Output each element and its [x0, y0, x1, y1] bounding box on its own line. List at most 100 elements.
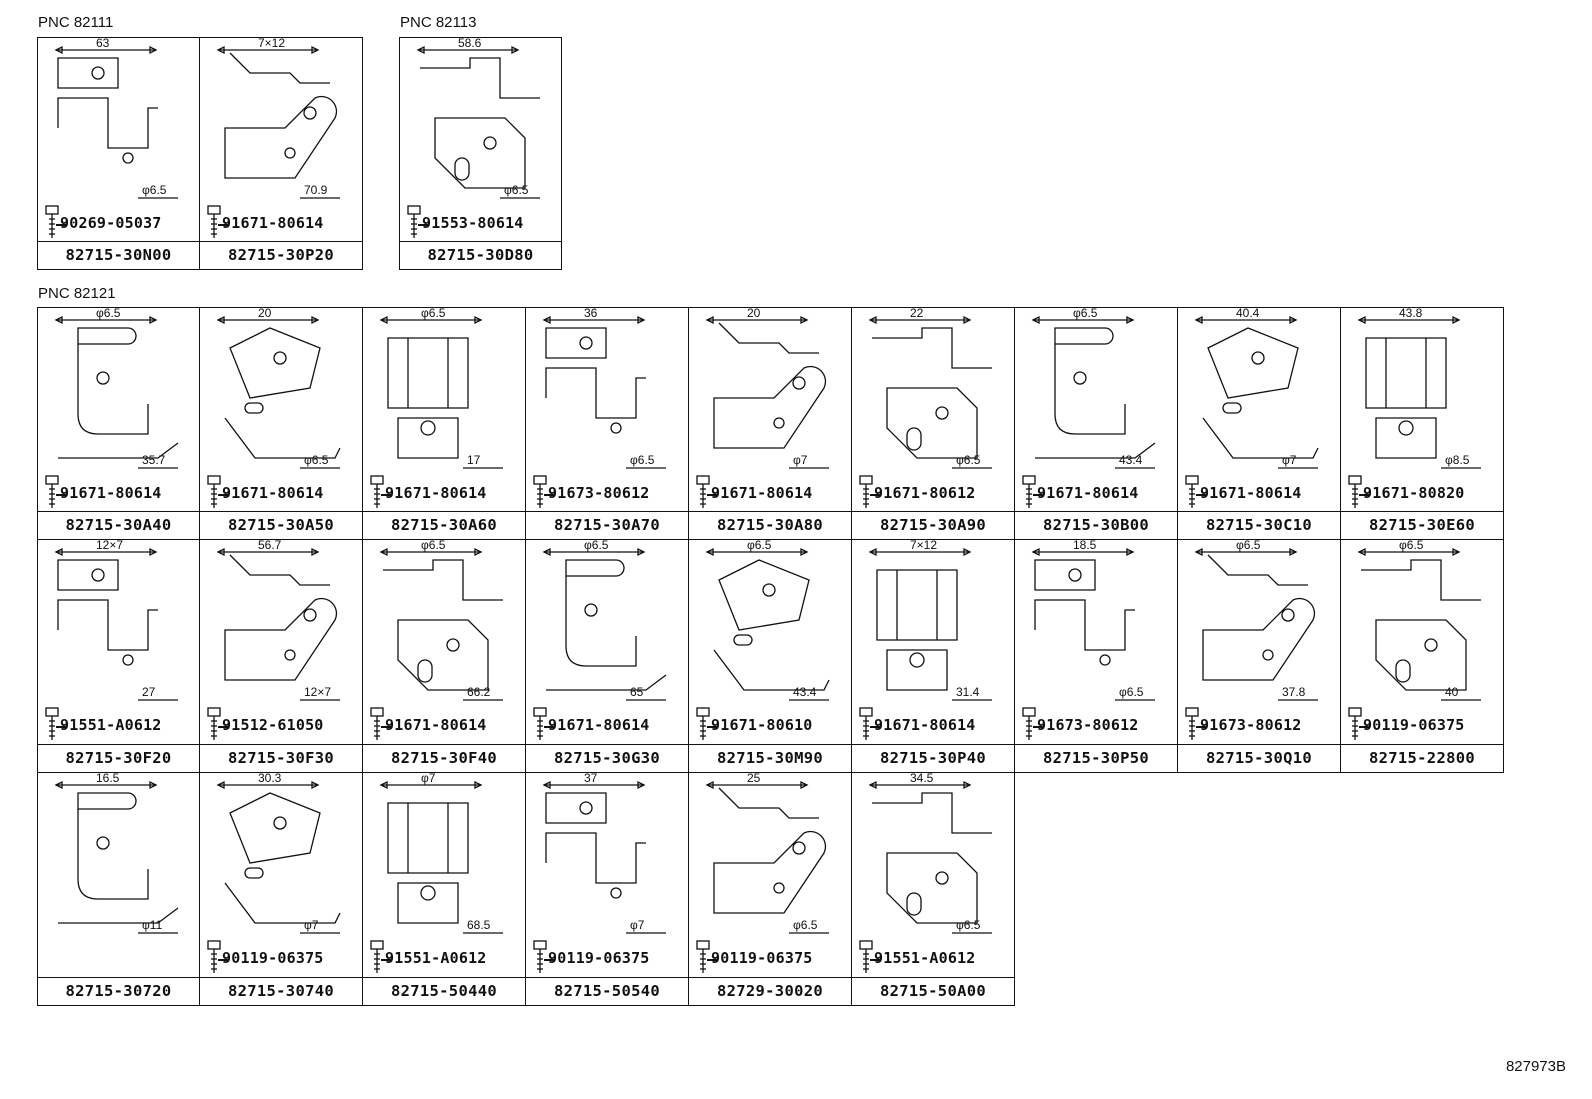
- bolt-part-number[interactable]: 91671-80614: [1200, 484, 1302, 502]
- part-number[interactable]: 82715-30P50: [1015, 744, 1177, 772]
- part-cell[interactable]: φ7 68.5 91551-A0612 82715-50440: [363, 773, 526, 1006]
- bolt-part-number[interactable]: 91671-80614: [222, 214, 324, 232]
- part-number[interactable]: 82715-50A00: [852, 977, 1014, 1005]
- part-number[interactable]: 82715-30M90: [689, 744, 851, 772]
- bolt-part-number[interactable]: 91551-A0612: [60, 716, 162, 734]
- bolt-part-number[interactable]: 91671-80614: [711, 484, 813, 502]
- bolt-part-number[interactable]: 91671-80612: [874, 484, 976, 502]
- part-number[interactable]: 82715-30E60: [1341, 511, 1503, 539]
- bracket-sketch: 56.712×7: [216, 540, 340, 701]
- bolt-part-number[interactable]: 91673-80612: [1200, 716, 1302, 734]
- part-number[interactable]: 82715-50540: [526, 977, 688, 1005]
- dimension-label: 58.6: [458, 38, 482, 50]
- bolt-part-number[interactable]: 91673-80612: [548, 484, 650, 502]
- bolt-icon: [207, 205, 221, 238]
- part-number[interactable]: 82715-30A70: [526, 511, 688, 539]
- bolt-icon: [45, 707, 59, 740]
- part-number[interactable]: 82715-50440: [363, 977, 525, 1005]
- part-number[interactable]: 82715-30P20: [200, 241, 362, 269]
- bolt-icon: [533, 940, 547, 973]
- bolt-part-number[interactable]: 91671-80610: [711, 716, 813, 734]
- part-number[interactable]: 82715-30Q10: [1178, 744, 1340, 772]
- bolt-part-number[interactable]: 91553-80614: [422, 214, 524, 232]
- part-number[interactable]: 82715-30A40: [38, 511, 199, 539]
- bolt-part-number[interactable]: 90119-06375: [548, 949, 650, 967]
- bracket-sketch: 18.5φ6.5: [1031, 540, 1155, 701]
- bolt-leader: [218, 494, 228, 496]
- pnc-group-label: PNC 82111: [38, 14, 114, 31]
- bolt-icon: [696, 475, 710, 508]
- part-number[interactable]: 82715-30D80: [400, 241, 561, 269]
- bolt-leader: [1033, 726, 1043, 728]
- bolt-part-number[interactable]: 90119-06375: [711, 949, 813, 967]
- bolt-icon: [859, 707, 873, 740]
- bolt-part-number[interactable]: 91671-80614: [385, 484, 487, 502]
- bolt-part-number[interactable]: 91551-A0612: [385, 949, 487, 967]
- bolt-part-number[interactable]: 91551-A0612: [874, 949, 976, 967]
- bolt-icon: [859, 940, 873, 973]
- part-number[interactable]: 82715-30740: [200, 977, 362, 1005]
- bolt-part-number[interactable]: 90269-05037: [60, 214, 162, 232]
- part-number[interactable]: 82715-30F30: [200, 744, 362, 772]
- bolt-part-number[interactable]: 91671-80820: [1363, 484, 1465, 502]
- part-number[interactable]: 82715-30B00: [1015, 511, 1177, 539]
- part-number[interactable]: 82715-30A80: [689, 511, 851, 539]
- part-number[interactable]: 82715-30F40: [363, 744, 525, 772]
- part-number[interactable]: 82715-30N00: [38, 241, 199, 269]
- bolt-part-number[interactable]: 90119-06375: [1363, 716, 1465, 734]
- bolt-leader: [56, 224, 66, 226]
- part-number[interactable]: 82715-30A90: [852, 511, 1014, 539]
- bolt-part-number[interactable]: 90119-06375: [222, 949, 324, 967]
- dimension-label: 7×12: [258, 38, 285, 50]
- bolt-part-number[interactable]: 91671-80614: [60, 484, 162, 502]
- bolt-part-number[interactable]: 91671-80614: [874, 716, 976, 734]
- bolt-part-number[interactable]: 91512-61050: [222, 716, 324, 734]
- dimension-label: φ6.5: [1073, 308, 1098, 320]
- part-number[interactable]: 82715-30G30: [526, 744, 688, 772]
- dimension-label: φ7: [421, 773, 436, 785]
- part-number[interactable]: 82715-30720: [38, 977, 199, 1005]
- part-number[interactable]: 82715-30A60: [363, 511, 525, 539]
- bolt-leader: [218, 959, 228, 961]
- bolt-part-number[interactable]: 91673-80612: [1037, 716, 1139, 734]
- part-number[interactable]: 82715-22800: [1341, 744, 1503, 772]
- part-number[interactable]: 82715-30A50: [200, 511, 362, 539]
- bolt-icon: [1022, 475, 1036, 508]
- part-number[interactable]: 82729-30020: [689, 977, 851, 1005]
- part-number[interactable]: 82715-30C10: [1178, 511, 1340, 539]
- bolt-part-number[interactable]: 91671-80614: [222, 484, 324, 502]
- dimension-label: 68.5: [467, 918, 491, 932]
- part-number[interactable]: 82715-30P40: [852, 744, 1014, 772]
- bracket-drawing: 18.5φ6.5: [1031, 540, 1155, 701]
- bolt-part-number[interactable]: 91671-80614: [385, 716, 487, 734]
- bolt-part-number[interactable]: 91671-80614: [548, 716, 650, 734]
- part-number[interactable]: 82715-30F20: [38, 744, 199, 772]
- bolt-part-number[interactable]: 91671-80614: [1037, 484, 1139, 502]
